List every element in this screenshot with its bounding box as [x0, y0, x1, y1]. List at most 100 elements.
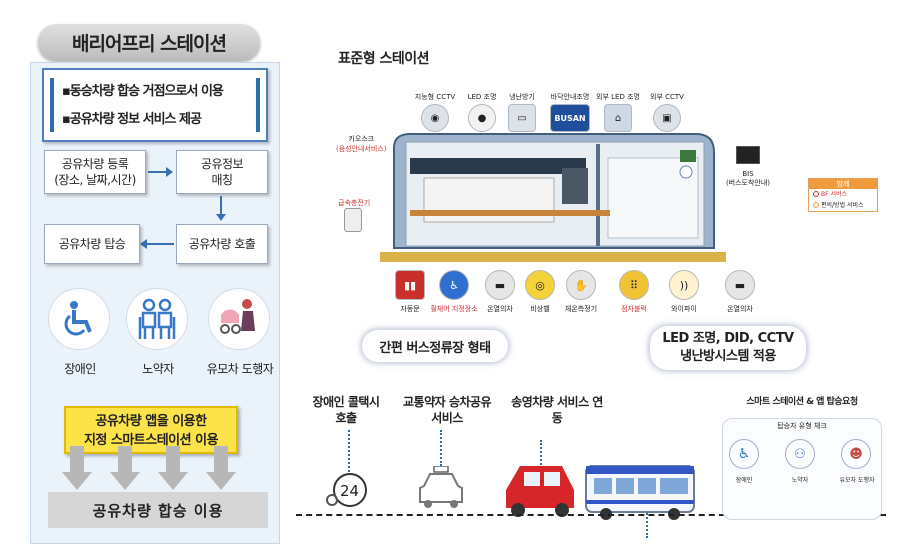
braille-block-item: ⠿ 점자블럭	[612, 270, 656, 314]
light-bulb-icon: ●	[468, 104, 496, 132]
service-shuttle: 송영차량 서비스 연 동	[502, 394, 612, 426]
grey-down-arrows	[62, 446, 236, 490]
led-system-pill: LED 조명, DID, CCTV 냉난방시스템 적용	[650, 326, 806, 370]
dome-camera-icon: ◉	[421, 104, 449, 132]
heated-seat-label: 온열의자	[487, 305, 513, 313]
flow-board-box: 공유차량 탑승	[44, 224, 140, 264]
legend-conv-label: 편의/방법 서비스	[821, 202, 864, 209]
arrowhead-left	[140, 239, 147, 249]
info-line-2: ▪공유차량 정보 서비스 제공	[62, 112, 202, 127]
service-ride-share-line-1: 교통약자 승차공유	[403, 395, 492, 409]
legend-bf: BF 서비스	[809, 189, 877, 200]
legend-bf-dot-icon	[813, 191, 819, 197]
service-call-taxi-line-2: 호출	[335, 411, 357, 425]
flow-match-box: 공유정보 매칭	[176, 150, 268, 194]
wheelchair-area-label: 휠체어 지정장소	[430, 305, 478, 313]
thermometer-label: 체온측정기	[564, 305, 598, 313]
heated-seat-item: ▬ 온열의자	[478, 270, 522, 314]
panel-title: 배리어프리 스테이션	[38, 24, 260, 60]
legend-title: 범례	[809, 179, 877, 189]
clock-24-icon: 24	[326, 473, 367, 507]
bullet-camera-icon: ▣	[653, 104, 681, 132]
road-line	[296, 514, 886, 534]
kiosk-subtitle: (음성안내서비스)	[336, 145, 387, 153]
user-label-stroller: 유모차 도행자	[206, 362, 274, 376]
connector-2	[440, 430, 442, 466]
user-label-disabled: 장애인	[64, 362, 96, 376]
svg-text:24: 24	[340, 482, 359, 500]
flow-call-box: 공유차량 호출	[176, 224, 268, 264]
legend-conv: 편의/방법 서비스	[809, 200, 877, 211]
flow-call-label: 공유차량 호출	[188, 237, 256, 251]
taxi-icon	[419, 466, 463, 508]
info-box: ▪동승차량 합승 거점으로서 이용 ▪공유차량 정보 서비스 제공	[42, 68, 268, 142]
cctv-item: 지능형 CCTV ◉	[410, 92, 460, 132]
emergency-bell-item: ◎ 비상벨	[520, 270, 560, 314]
mini-wheelchair-icon: ♿	[729, 439, 759, 469]
legend-bf-label: BF 서비스	[821, 191, 848, 198]
led-system-line-2: 냉난방시스템 적용	[680, 349, 776, 364]
bis-display-icon	[736, 146, 760, 164]
service-ride-share: 교통약자 승차공유 서비스	[392, 394, 502, 426]
heated-seat-2-label: 온열의자	[727, 305, 753, 313]
wheelchair-icon	[64, 301, 92, 336]
busan-logo-icon: BUSAN	[550, 104, 590, 132]
service-shuttle-line-1: 송영차량 서비스 연	[511, 395, 603, 409]
charger-icon	[344, 208, 362, 232]
thermometer-item: ✋ 체온측정기	[558, 270, 604, 314]
service-shuttle-line-2: 동	[551, 411, 563, 425]
arrowhead-down	[216, 214, 226, 221]
cctv-label: 지능형 CCTV	[414, 93, 456, 101]
smart-station-title: 스마트 스테이션 & 앱 탑승요청	[746, 397, 858, 407]
flow-register-box: 공유차량 등록 (장소, 날짜,시간)	[44, 150, 146, 194]
mini-label-elderly: 노약자	[791, 477, 809, 484]
stroller-circle	[208, 288, 270, 350]
floor-light-label: 바닥안내조명	[550, 93, 590, 101]
arrow-call-board	[146, 243, 174, 245]
heated-seat-2-item: ▬ 온열의자	[718, 270, 762, 314]
led-item: LED 조명 ●	[460, 92, 504, 132]
wifi-item: )) 와이파이	[662, 270, 706, 314]
kiosk-label: 키오스크 (음성안내서비스)	[336, 134, 387, 154]
flow-board-label: 공유차량 탑승	[58, 237, 126, 251]
aircon-item: 냉난방기 ▭	[500, 92, 544, 132]
station-title: 표준형 스테이션	[338, 51, 430, 67]
led-label: LED 조명	[467, 93, 497, 101]
braille-block-label: 점자블럭	[621, 305, 647, 313]
smart-station-panel: 탑승자 유형 체크 ♿ ⚇ ☻ 장애인 노약자 유모차 도행자	[722, 418, 882, 520]
mini-stroller-icon: ☻	[841, 439, 871, 469]
bis-title: BIS	[742, 170, 754, 178]
wheelchair-sign-icon: ♿	[439, 270, 469, 300]
auto-door-item: ▮▮ 자동문	[390, 270, 430, 314]
app-station-box: 공유차량 앱을 이용한 지정 스마트스테이션 이용	[64, 406, 238, 454]
flow-register-detail: (장소, 날짜,시간)	[54, 173, 136, 187]
emergency-bell-label: 비상벨	[530, 305, 550, 313]
floor-light-item: 바닥안내조명 BUSAN	[540, 92, 600, 132]
service-call-taxi: 장애인 콜택시 호출	[298, 394, 394, 426]
shuttle-vehicle-icon	[506, 466, 574, 517]
passenger-type-check: 탑승자 유형 체크	[777, 422, 827, 430]
heated-seat-icon: ▬	[725, 270, 755, 300]
mini-elderly-icon: ⚇	[785, 439, 815, 469]
kiosk-title: 키오스크	[348, 135, 375, 143]
arrow-register-match	[148, 171, 170, 173]
aircon-label: 냉난방기	[509, 93, 535, 101]
emergency-bell-icon: ◎	[525, 270, 555, 300]
service-call-taxi-line-1: 장애인 콜택시	[312, 395, 380, 409]
auto-door-icon: ▮▮	[395, 270, 425, 300]
user-label-elderly: 노약자	[142, 362, 174, 376]
mini-label-disabled: 장애인	[735, 477, 753, 484]
stroller-parent-icon	[220, 299, 255, 334]
bus-icon	[585, 465, 695, 520]
ext-led-item: 외부 LED 조명 ⌂	[590, 92, 646, 132]
arrowhead-right	[166, 167, 173, 177]
charger-label: 급속충전기	[338, 199, 371, 207]
bis-subtitle: (버스도착안내)	[725, 179, 771, 187]
wifi-label: 와이파이	[671, 305, 697, 313]
simple-stop-pill: 간편 버스정류장 형태	[362, 330, 508, 362]
info-line-1: ▪동승차량 합승 거점으로서 이용	[62, 84, 224, 99]
connector-1	[348, 430, 350, 472]
shelter-light-icon: ⌂	[604, 104, 632, 132]
mini-label-stroller: 유모차 도행자	[839, 477, 875, 484]
auto-door-label: 자동문	[400, 305, 420, 313]
